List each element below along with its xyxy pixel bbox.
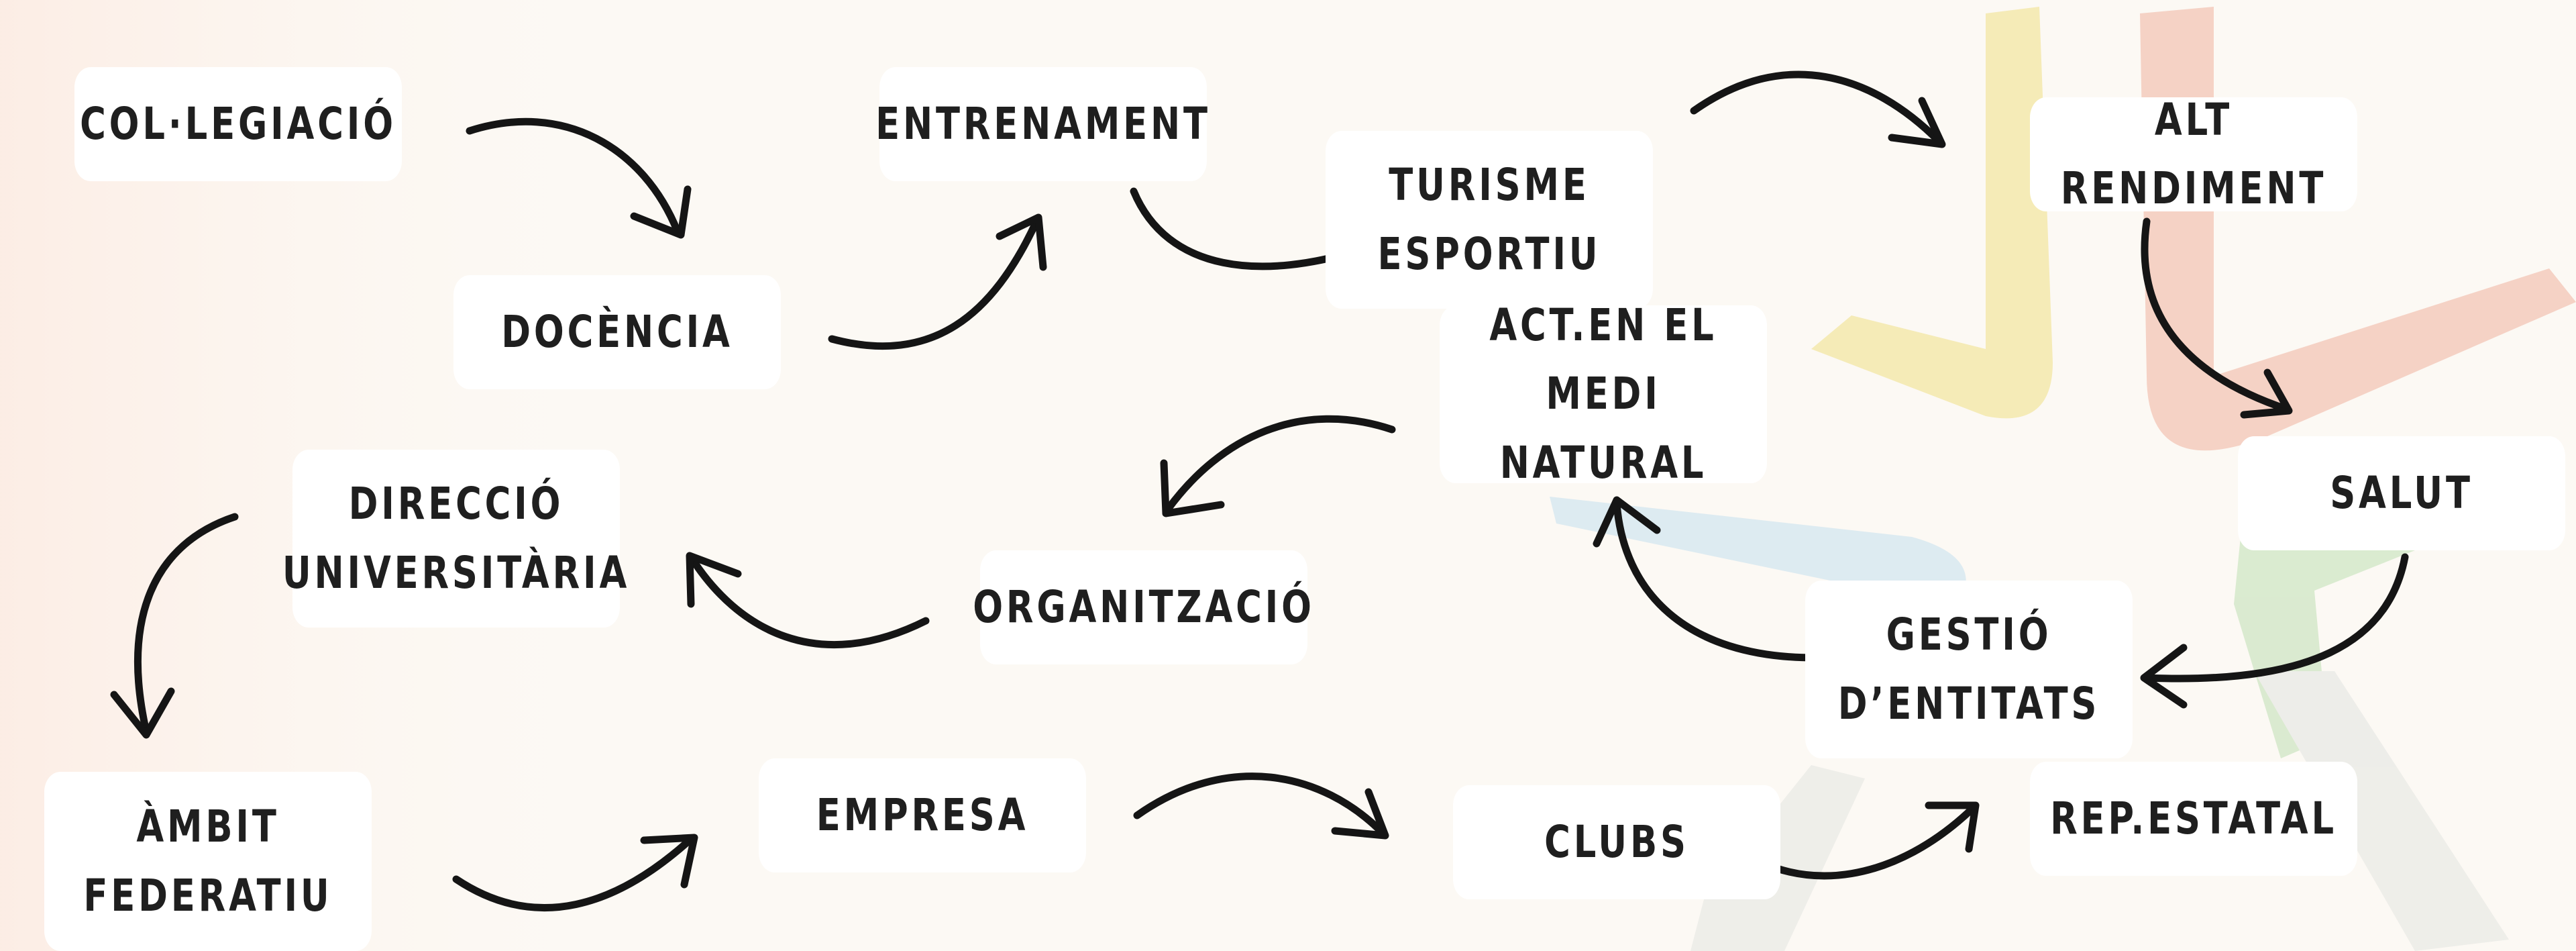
node-gestio-entitats: GESTIÓ D’ENTITATS [1805,581,2133,758]
arrow-gestio-to-act-medi-natural [1593,496,1819,662]
arrow-ambit-to-empresa [452,834,698,912]
node-salut: SALUT [2238,436,2565,550]
node-direccio-universitaria: DIRECCIÓ UNIVERSITÀRIA [282,450,627,628]
arrow-organitzacio-to-direccio [686,552,930,649]
logo-grey-shape [2254,671,2509,951]
node-colegiacio: COL·LEGIACIÓ [74,67,402,181]
arrow-empresa-to-clubs [1133,772,1389,840]
arrow-turisme-to-alt-rendiment [1690,70,1946,148]
node-ambit-federatiu: ÀMBIT FEDERATIU [44,772,372,951]
arrow-colegiacio-to-docencia [466,117,692,239]
node-act-medi-natural: ACT.EN EL MEDI NATURAL [1440,299,1767,489]
node-organitzacio: ORGANITZACIÓ [973,550,1311,664]
arrow-direccio-to-ambit [110,513,239,739]
node-alt-rendiment: ALT RENDIMENT [2030,94,2357,214]
logo-red-shape [2140,7,2576,451]
node-rep-estatal: REP.ESTATAL [2030,762,2357,876]
arrow-alt-rendiment-to-salut [2141,217,2293,419]
node-turisme-esportiu: TURISME ESPORTIU [1326,131,1653,309]
node-entrenament: ENTRENAMENT [875,67,1208,181]
logo-yellow-shape [1811,7,2053,419]
arrow-docencia-to-entrenament [828,213,1047,350]
arrow-salut-to-gestio [2140,553,2409,709]
node-docencia: DOCÈNCIA [453,275,781,389]
node-empresa: EMPRESA [759,758,1086,872]
node-clubs: CLUBS [1453,785,1780,899]
arrow-act-medi-natural-to-organitzacio [1160,415,1396,517]
